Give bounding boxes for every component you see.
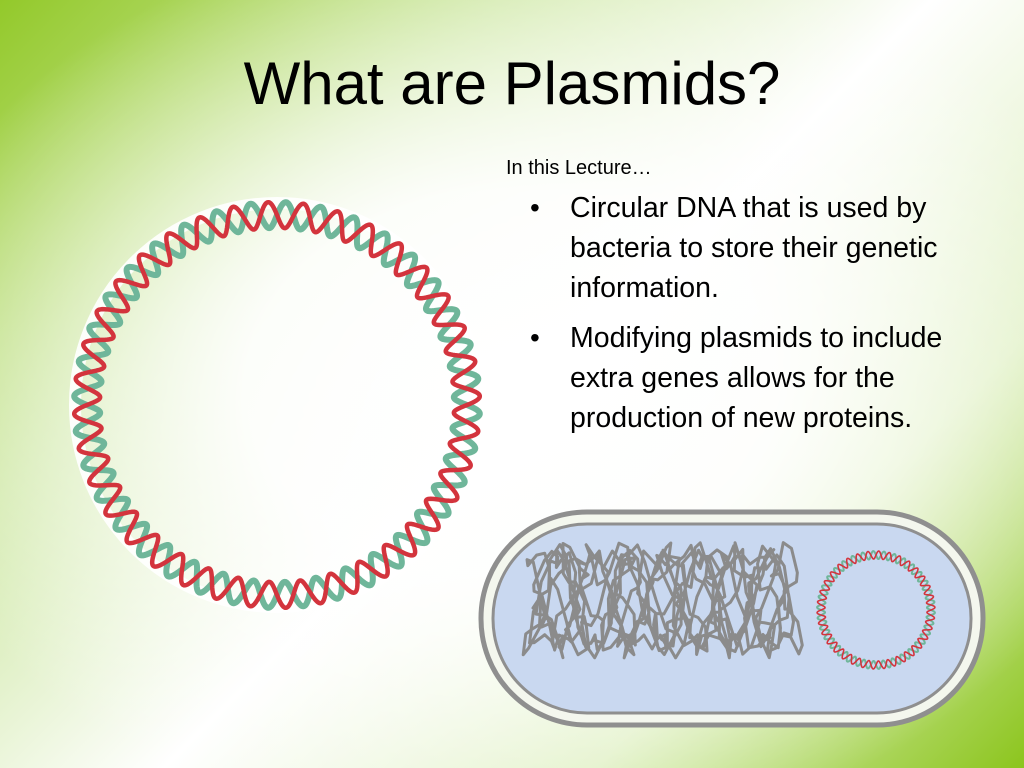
chromosomal-dna-tangle-icon (521, 541, 804, 660)
intro-text: In this Lecture… (506, 157, 652, 179)
bullet-text: Circular DNA that is used by bacteria to… (570, 192, 938, 304)
small-plasmid-red-strand (816, 550, 936, 670)
plasmid-dna-ring-icon (69, 197, 485, 613)
bullet-marker-icon: • (530, 322, 540, 353)
small-plasmid-ring-icon (816, 550, 936, 670)
bullet-marker-icon: • (530, 192, 540, 223)
bacterial-cell-membrane (491, 522, 973, 715)
bullet-text: Modifying plasmids to include extra gene… (570, 322, 943, 434)
slide-title: What are Plasmids? (243, 50, 781, 117)
bullet-list: • Circular DNA that is used by bacteria … (530, 188, 970, 448)
bullet-item: • Circular DNA that is used by bacteria … (530, 188, 970, 308)
large-plasmid-red-strand (71, 199, 483, 611)
bullet-item: • Modifying plasmids to include extra ge… (530, 318, 970, 438)
bacterial-cell-diagram-icon (478, 509, 986, 728)
